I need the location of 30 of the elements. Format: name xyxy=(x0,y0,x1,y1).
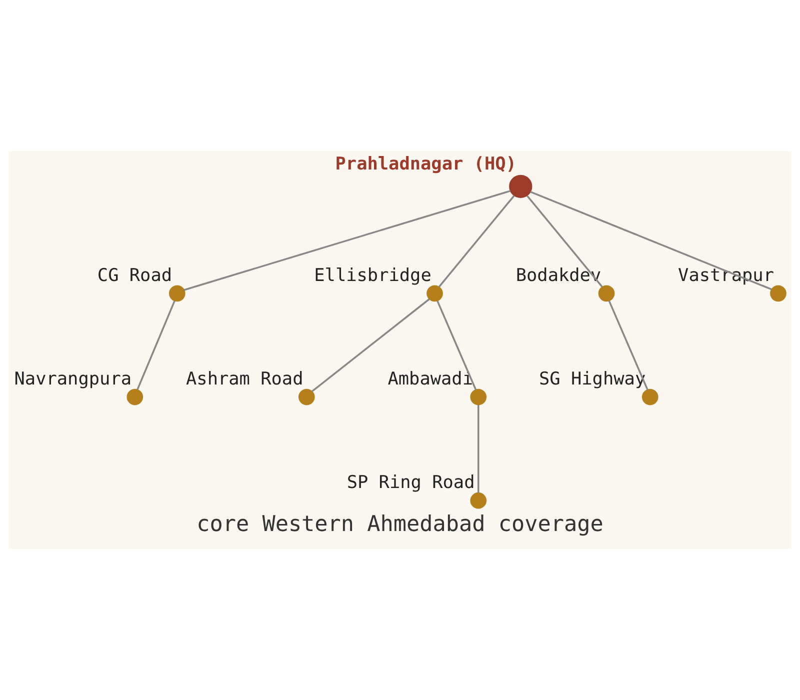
node-label: CG Road xyxy=(97,266,172,286)
node-label: Bodakdev xyxy=(516,266,602,286)
caption: core Western Ahmedabad coverage xyxy=(196,512,604,538)
node-circle xyxy=(470,492,487,509)
node-circle xyxy=(642,388,658,406)
connector xyxy=(526,195,603,288)
node-label: Vastrapur xyxy=(678,266,774,286)
connector xyxy=(438,195,515,288)
connector xyxy=(436,300,477,390)
node-circle xyxy=(126,388,144,406)
node-label: Ambawadi xyxy=(388,370,473,390)
node-circle xyxy=(509,174,532,198)
node-circle xyxy=(770,285,786,302)
connector xyxy=(530,190,772,290)
connector xyxy=(136,300,176,390)
connector xyxy=(478,405,480,493)
node-label: SG Highway xyxy=(539,370,646,390)
node-label: Navrangpura xyxy=(14,370,132,390)
node-label: SP Ring Road xyxy=(346,473,475,494)
node-circle xyxy=(298,388,315,406)
node-label: Prahladnagar (HQ) xyxy=(335,154,516,174)
node-label: Ashram Road xyxy=(186,370,304,390)
node-label: Ellisbridge xyxy=(314,266,432,286)
connector xyxy=(608,300,648,390)
node-circle xyxy=(168,285,186,302)
node-circle xyxy=(470,388,487,406)
connector xyxy=(311,298,430,392)
connector xyxy=(184,190,511,291)
node-circle xyxy=(598,285,615,302)
node-circle xyxy=(426,285,443,302)
